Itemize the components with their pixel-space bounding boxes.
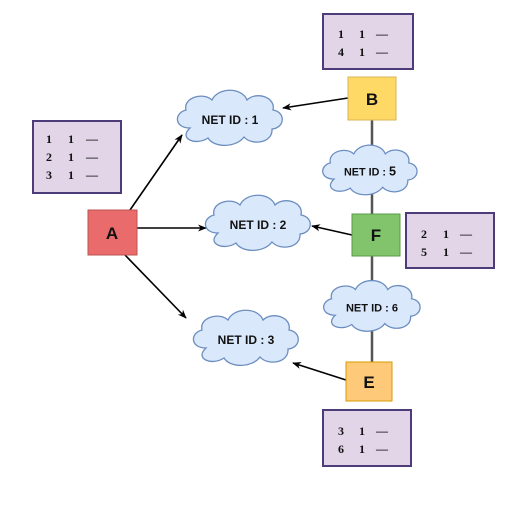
arrow-a-net3 xyxy=(124,254,187,319)
routing-table-e: 3 1 — 6 1 — xyxy=(322,409,412,467)
table-cell: 1 xyxy=(68,150,74,164)
cloud-label-net6: NET ID : 6 xyxy=(346,303,398,315)
router-f: F xyxy=(351,213,401,257)
table-cell: — xyxy=(375,45,389,59)
router-f-box xyxy=(351,213,401,257)
routing-table-a-rows: 1 1 — 2 1 — 3 1 — xyxy=(46,132,99,182)
table-cell: — xyxy=(375,27,389,41)
cloud-shape xyxy=(176,89,283,147)
routing-table-b-rows: 1 1 — 4 1 — xyxy=(338,27,389,59)
arrow-a-net1 xyxy=(129,134,183,211)
router-a-box xyxy=(87,209,138,256)
table-cell: 3 xyxy=(338,424,344,438)
table-cell: 1 xyxy=(359,27,365,41)
table-cell: 5 xyxy=(421,245,427,259)
cloud-shape xyxy=(322,144,418,196)
cloud-shape xyxy=(204,194,311,252)
cloud-net1: NET ID : 1 xyxy=(176,89,283,147)
routing-table-b: 1 1 — 4 1 — xyxy=(322,13,414,70)
table-cell: — xyxy=(459,245,473,259)
cloud-shape xyxy=(192,309,299,367)
cloud-net6: NET ID : 6 xyxy=(323,279,421,332)
table-cell: — xyxy=(85,150,99,164)
router-f-label: F xyxy=(371,226,381,245)
arrow-b-net1 xyxy=(282,97,349,111)
arrow-f-net2 xyxy=(311,224,353,236)
table-cell: 1 xyxy=(359,45,365,59)
table-cell: — xyxy=(459,227,473,241)
cloud-label-net5: NET ID : 5 xyxy=(344,165,396,179)
router-a-label: A xyxy=(106,224,118,243)
cloud-shape xyxy=(323,279,421,332)
cloud-net2: NET ID : 2 xyxy=(204,194,311,252)
cloud-label-net1: NET ID : 1 xyxy=(202,113,259,127)
routing-table-f-box xyxy=(405,212,495,269)
arrows xyxy=(124,97,353,381)
table-cell: 1 xyxy=(443,227,449,241)
table-cell: — xyxy=(375,442,389,456)
table-cell: 1 xyxy=(46,132,52,146)
table-cell: 4 xyxy=(338,45,344,59)
router-e-label: E xyxy=(363,373,374,392)
router-e-box xyxy=(345,361,393,402)
table-cell: — xyxy=(85,168,99,182)
routing-table-b-box xyxy=(322,13,414,70)
table-cell: 6 xyxy=(338,442,344,456)
table-cell: 2 xyxy=(421,227,427,241)
table-cell: 1 xyxy=(68,168,74,182)
routing-table-a: 1 1 — 2 1 — 3 1 — xyxy=(32,120,122,194)
table-cell: 2 xyxy=(46,150,52,164)
cloud-net5: NET ID : 5 xyxy=(322,144,418,196)
table-cell: 1 xyxy=(359,424,365,438)
routing-table-a-box xyxy=(32,120,122,194)
cloud-label-net3: NET ID : 3 xyxy=(218,333,275,347)
table-cell: 1 xyxy=(68,132,74,146)
router-a: A xyxy=(87,209,138,256)
cloud-net3: NET ID : 3 xyxy=(192,309,299,367)
table-cell: 1 xyxy=(359,442,365,456)
cloud-label-net2: NET ID : 2 xyxy=(230,218,287,232)
table-cell: — xyxy=(85,132,99,146)
arrow-e-net3 xyxy=(292,362,347,381)
table-cell: 3 xyxy=(46,168,52,182)
router-b-box xyxy=(347,76,397,121)
routing-table-e-box xyxy=(322,409,412,467)
router-b-label: B xyxy=(366,90,378,109)
router-e: E xyxy=(345,361,393,402)
router-b: B xyxy=(347,76,397,121)
table-cell: 1 xyxy=(338,27,344,41)
routing-table-f-rows: 2 1 — 5 1 — xyxy=(421,227,473,259)
routing-table-f: 2 1 — 5 1 — xyxy=(405,212,495,269)
table-cell: 1 xyxy=(443,245,449,259)
table-cell: — xyxy=(375,424,389,438)
routing-table-e-rows: 3 1 — 6 1 — xyxy=(338,424,389,456)
